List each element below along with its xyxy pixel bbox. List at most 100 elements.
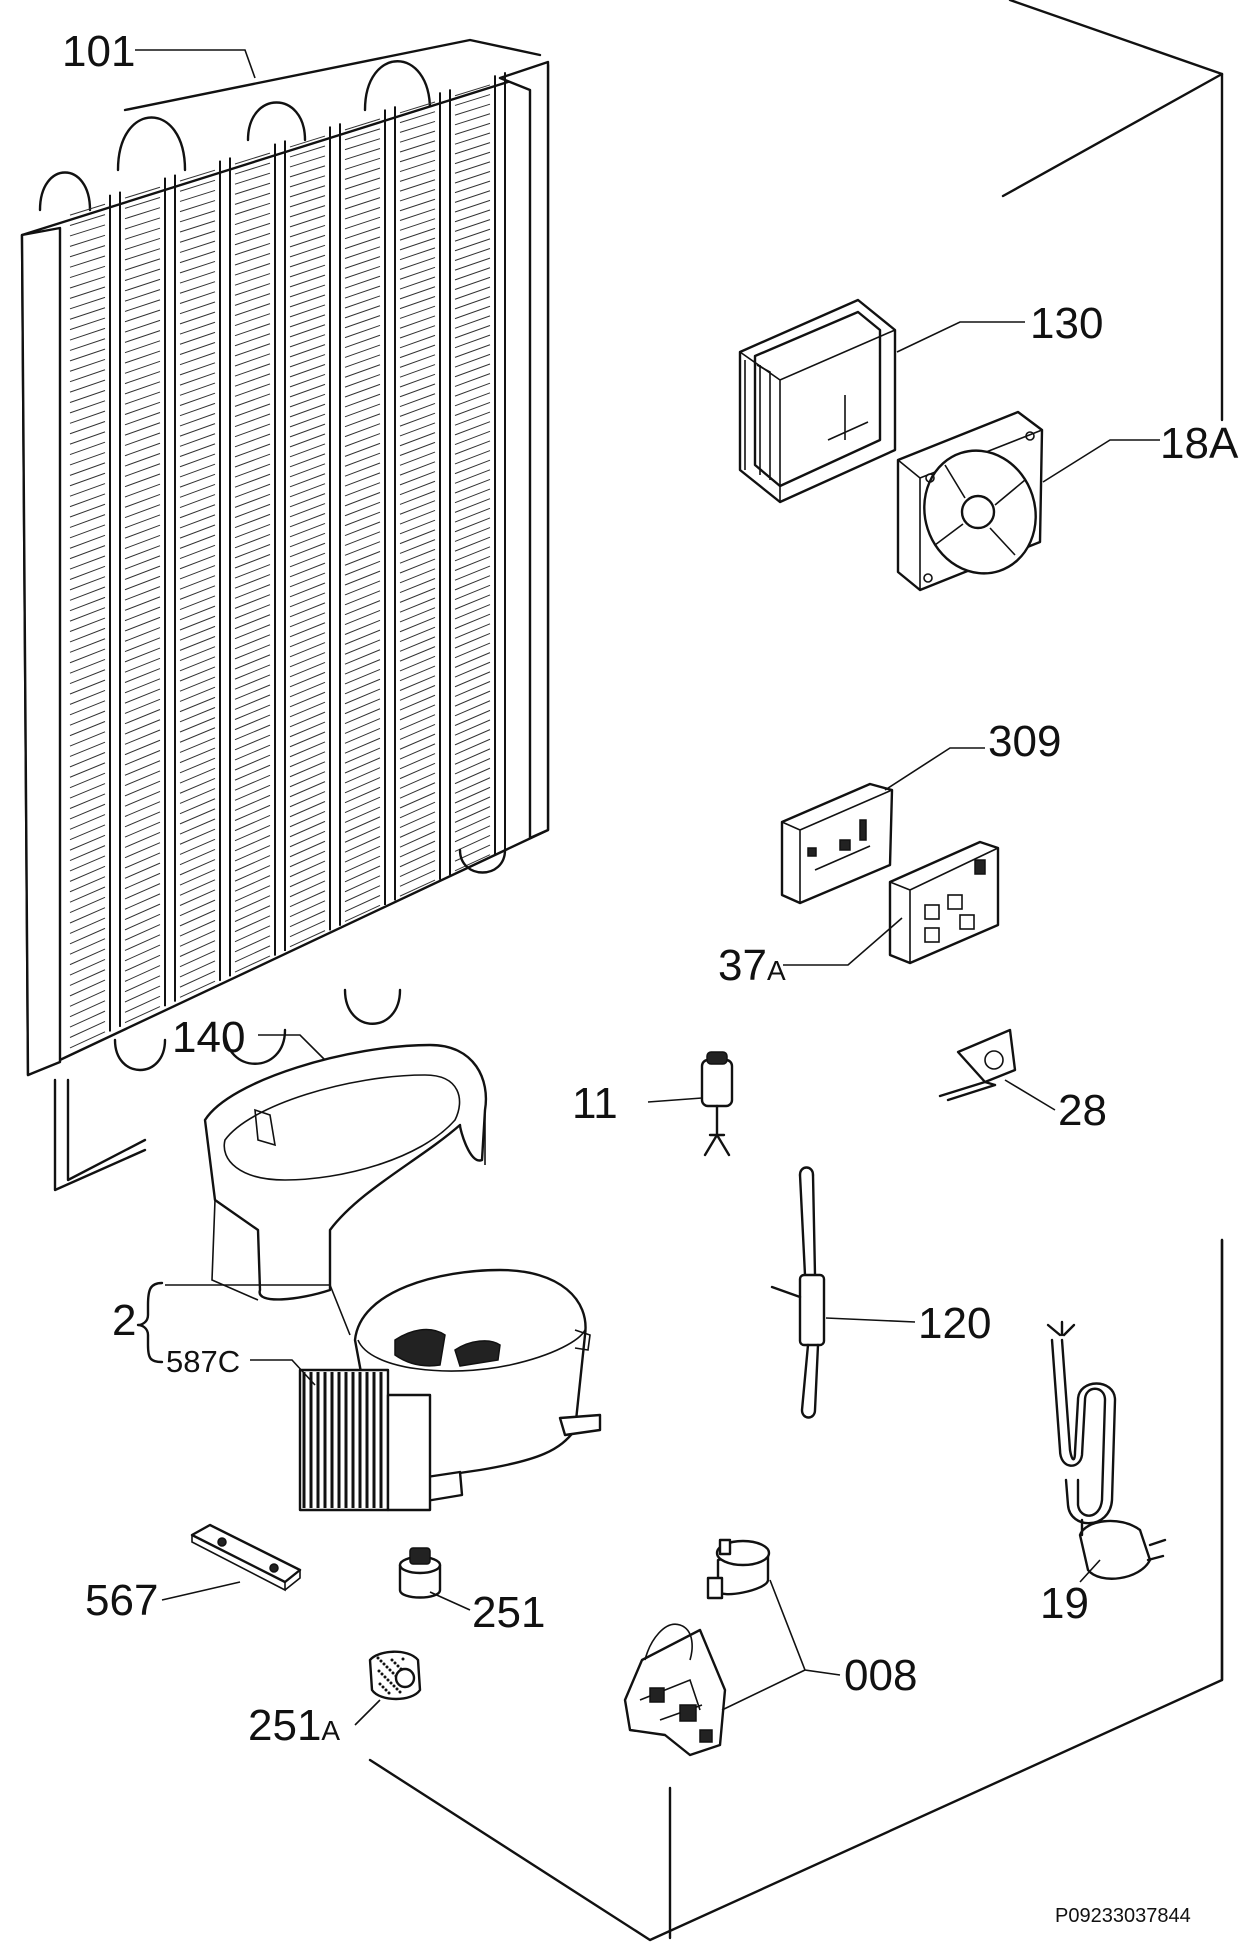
fin-line — [289, 642, 326, 658]
fin-line — [234, 443, 271, 458]
fin-line — [124, 289, 161, 302]
fin-line — [234, 845, 271, 862]
fin-line — [69, 462, 106, 476]
fin-line — [454, 748, 491, 765]
cabinet-outline — [368, 0, 1224, 1942]
label-251a-number: 251 — [248, 1701, 321, 1750]
fin-line — [399, 860, 436, 877]
fin-line — [69, 938, 106, 955]
fin-line — [179, 423, 216, 437]
fin-line — [179, 331, 216, 345]
fin-line — [454, 228, 491, 242]
grommet-251 — [398, 1547, 442, 1599]
fin-line — [454, 199, 491, 213]
fin-line — [179, 504, 216, 519]
fin-line — [69, 379, 106, 393]
fin-line — [399, 286, 436, 300]
fin-line — [399, 490, 436, 505]
fin-line — [454, 661, 491, 678]
fin-line — [179, 636, 216, 651]
fin-line — [454, 411, 491, 426]
fin-line — [234, 353, 271, 367]
fin-line — [454, 700, 491, 717]
fin-line — [399, 237, 436, 251]
fin-line — [234, 694, 271, 710]
fin-line — [399, 694, 436, 711]
fin-line — [289, 860, 326, 878]
fin-line — [344, 482, 381, 497]
fin-line — [124, 944, 161, 962]
part-11-connector — [700, 1051, 734, 1157]
label-140: 140 — [172, 1013, 245, 1062]
fin-line — [69, 452, 106, 466]
fin-line — [289, 701, 326, 718]
fin-line — [234, 634, 271, 650]
fin-line — [69, 555, 106, 570]
fin-line — [69, 265, 106, 279]
fin-line — [454, 469, 491, 484]
fin-line — [69, 969, 106, 986]
fin-line — [454, 122, 491, 135]
fin-line — [454, 161, 491, 174]
fin-line — [179, 777, 216, 794]
leader-587c — [250, 1359, 316, 1386]
fin-line — [289, 741, 326, 758]
fin-line — [454, 854, 491, 872]
fin-line — [344, 305, 381, 319]
fin-line — [124, 606, 161, 622]
fin-line — [69, 907, 106, 924]
grommet-251a — [368, 1650, 422, 1701]
fin-line — [124, 647, 161, 663]
fin-line — [344, 393, 381, 408]
fin-line — [289, 145, 326, 158]
fin-line — [454, 517, 491, 533]
fin-line — [344, 226, 381, 240]
fin-line — [69, 865, 106, 882]
fin-line — [234, 152, 271, 165]
fin-line — [69, 255, 106, 268]
fin-line — [124, 391, 161, 405]
fin-line — [69, 669, 106, 685]
fin-line — [289, 403, 326, 418]
label-37a-number: 37 — [718, 941, 767, 990]
fin-line — [124, 750, 161, 766]
fin-line — [344, 826, 381, 843]
fin-line — [69, 731, 106, 747]
fin-line — [124, 248, 161, 261]
label-120: 120 — [918, 1299, 991, 1348]
leader-28 — [1004, 1079, 1056, 1111]
fin-line — [179, 179, 216, 192]
fin-line — [344, 855, 381, 873]
fin-line — [344, 767, 381, 784]
fin-line — [454, 392, 491, 407]
fin-line — [454, 171, 491, 184]
fin-line — [344, 177, 381, 190]
fin-line — [454, 835, 491, 852]
fin-line — [124, 422, 161, 436]
fin-line — [179, 433, 216, 447]
grommet-dot — [388, 1668, 392, 1672]
fin-line — [124, 903, 161, 921]
fin-line — [454, 103, 491, 116]
fin-line — [234, 704, 271, 720]
fin-line — [124, 586, 161, 601]
fin-line — [289, 493, 326, 508]
fin-line — [344, 433, 381, 447]
fin-line — [454, 690, 491, 707]
fin-line — [69, 596, 106, 612]
fin-line — [454, 806, 491, 823]
fin-line — [124, 575, 161, 591]
compressor-brace — [136, 1281, 164, 1364]
fin-line — [399, 266, 436, 280]
fin-line — [454, 286, 491, 300]
fin-line — [179, 879, 216, 896]
fin-line — [344, 560, 381, 576]
fin-line — [399, 325, 436, 339]
fin-line — [179, 281, 216, 294]
fin-line — [399, 383, 436, 398]
fin-line — [124, 719, 161, 735]
fin-line — [399, 276, 436, 290]
fin-line — [124, 709, 161, 725]
fin-line — [289, 354, 326, 368]
fin-line — [234, 814, 271, 832]
